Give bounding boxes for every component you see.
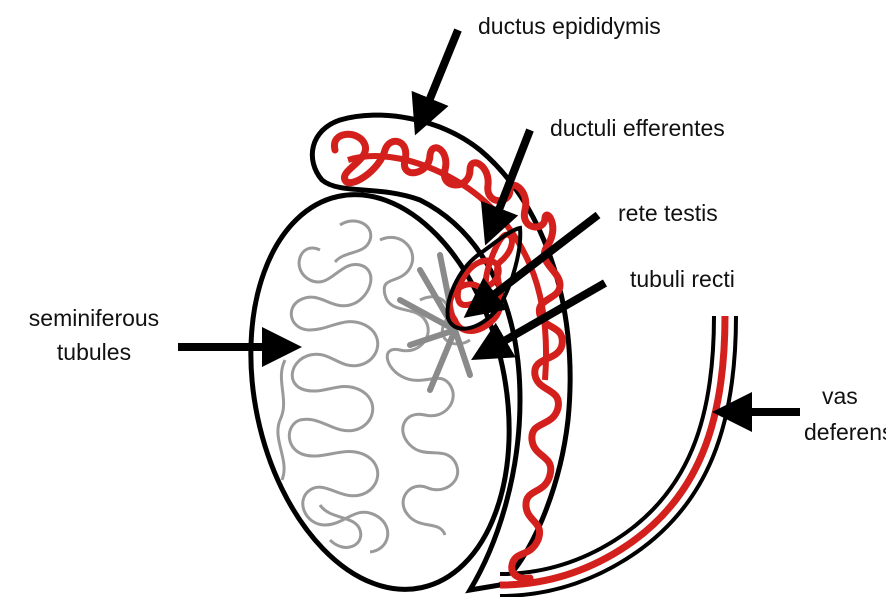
arrow-ductus-epididymis — [418, 30, 458, 128]
label-seminiferous-line1: seminiferous — [29, 305, 159, 331]
label-ductus-epididymis: ductus epididymis — [478, 13, 661, 39]
label-tubuli-recti: tubuli recti — [630, 266, 735, 292]
label-ductuli-efferentes: ductuli efferentes — [550, 115, 725, 141]
label-vas-line2: deferens — [804, 419, 886, 445]
label-seminiferous-line2: tubules — [57, 339, 131, 365]
label-rete-testis: rete testis — [618, 200, 718, 226]
label-vas-line1: vas — [822, 383, 858, 409]
